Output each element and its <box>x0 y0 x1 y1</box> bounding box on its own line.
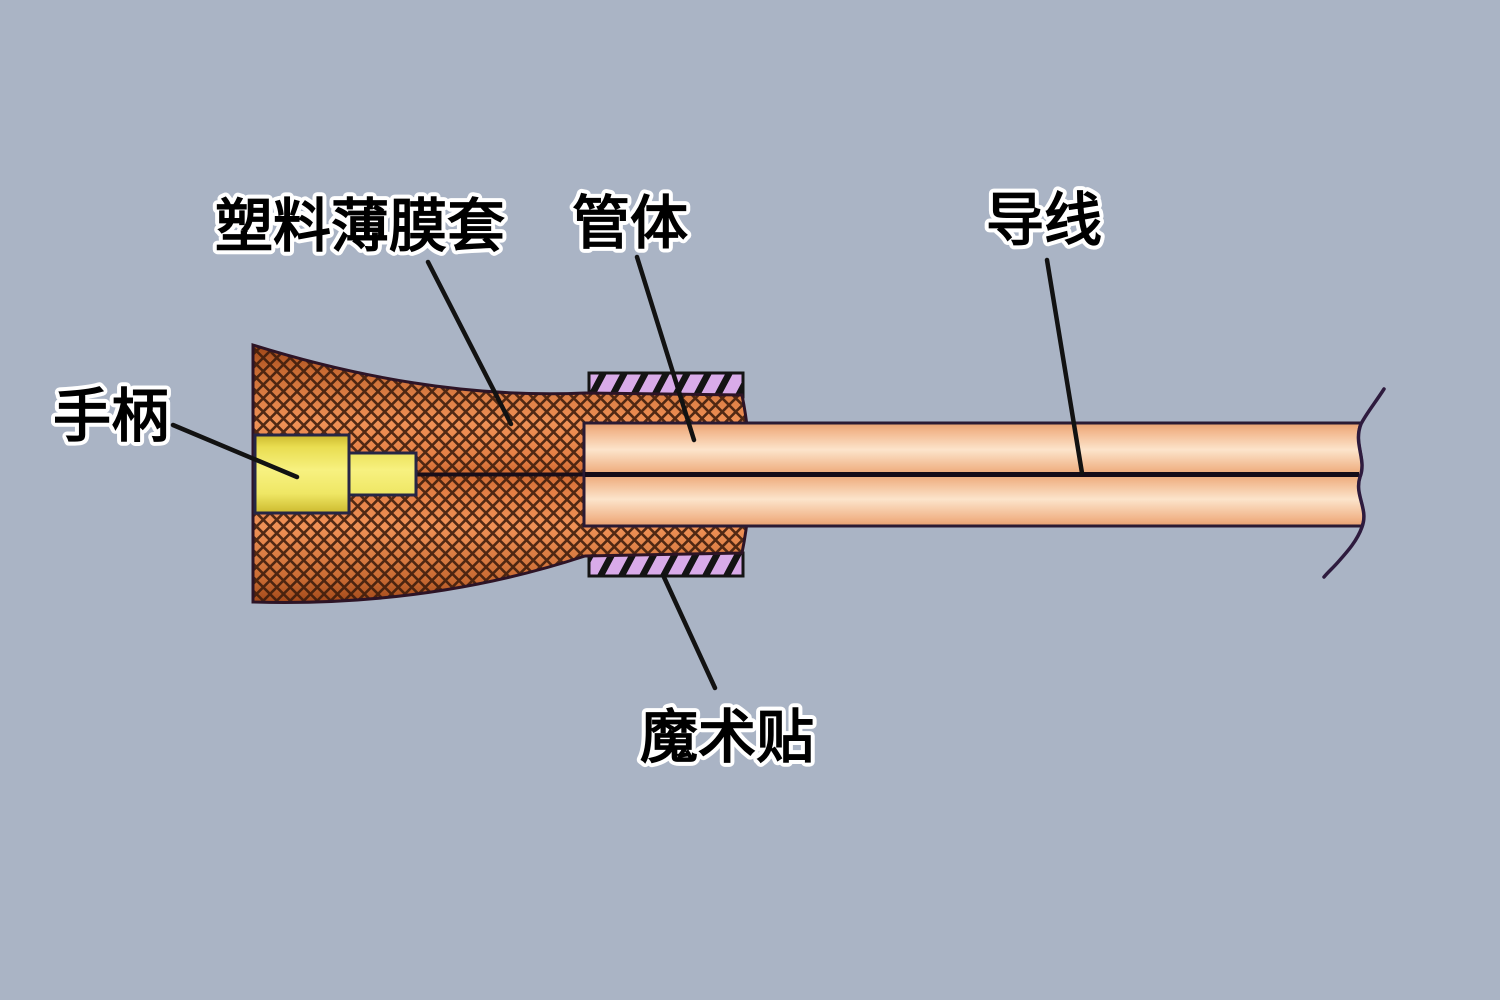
label-plastic-film-sleeve: 塑料薄膜套 <box>215 192 505 260</box>
handle <box>253 433 418 515</box>
leader-line-plastic-film-sleeve <box>425 259 514 427</box>
handle-large-block <box>253 433 351 515</box>
handle-small-block <box>347 451 418 497</box>
label-tube-body: 管体 <box>572 189 688 257</box>
label-velcro: 魔术贴 <box>640 703 814 771</box>
leader-line-handle <box>170 422 300 480</box>
leader-lines <box>170 254 1085 691</box>
wire-break-line <box>1322 387 1386 579</box>
leader-line-wire <box>1044 257 1085 476</box>
velcro-strip-top <box>587 371 745 399</box>
label-handle: 手柄 <box>53 382 169 450</box>
label-wire: 导线 <box>986 186 1102 254</box>
leader-line-tube-body <box>634 254 697 443</box>
labels: 塑料薄膜套 管体 导线 手柄 魔术贴 <box>49 182 1106 775</box>
wire-tube <box>582 421 1366 528</box>
leader-line-velcro <box>660 572 718 691</box>
velcro-strip-bottom <box>587 551 745 578</box>
